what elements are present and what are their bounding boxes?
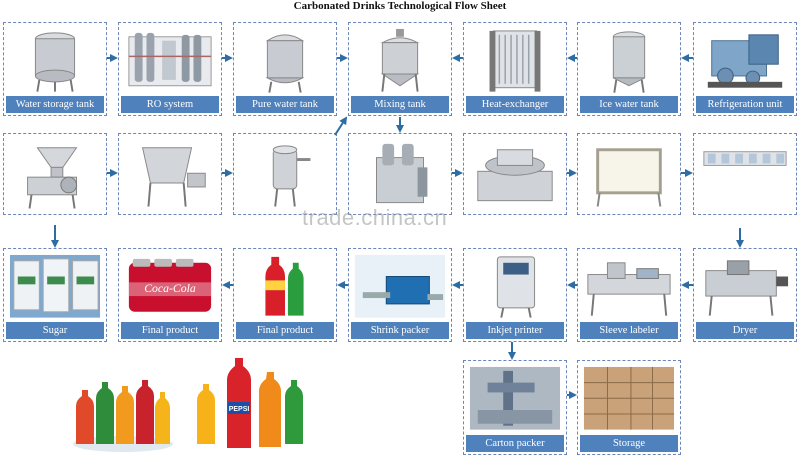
product-bottles-group-2: PEPSI <box>197 358 303 448</box>
heat-exchanger-image <box>489 30 541 92</box>
step-heat-exchanger: Heat-exchanger <box>463 22 567 116</box>
step-label: Mixing tank <box>351 96 449 113</box>
sugar-bags-image <box>9 254 101 318</box>
filling-machine-image <box>477 149 553 202</box>
bottles-image <box>265 256 304 316</box>
step-syrup-tank <box>118 133 222 215</box>
step-final-product-bottles: Final product <box>233 248 337 342</box>
step-label: Sugar <box>6 322 104 339</box>
step-label: RO system <box>121 96 219 113</box>
shrink-packer-image <box>354 254 446 318</box>
step-ice-water-tank: Ice water tank <box>577 22 681 116</box>
step-water-storage-tank: Water storage tank <box>3 22 107 116</box>
carton-packer-image <box>469 366 561 430</box>
step-label: Ice water tank <box>580 96 678 113</box>
product-bottles-group-1 <box>73 380 173 452</box>
watermark: trade.china.cn <box>302 205 448 230</box>
arrow <box>334 116 348 136</box>
step-spray-cooler <box>693 133 797 215</box>
can-brand-label: Coca-Cola <box>144 282 196 295</box>
step-refrigeration-unit: Refrigeration unit <box>693 22 797 116</box>
step-storage: Storage <box>577 360 681 455</box>
step-sleeve-labeler: Sleeve labeler <box>577 248 681 342</box>
sleeve-labeler-image <box>587 262 671 316</box>
step-mixing-tank: Mixing tank <box>348 22 452 116</box>
refrigeration-unit-image <box>707 34 783 88</box>
ro-system-image <box>128 32 212 87</box>
mixing-tank-image <box>380 28 420 92</box>
inkjet-printer-image <box>496 256 536 318</box>
diagram-title: Carbonated Drinks Technological Flow She… <box>293 0 507 12</box>
cans-pack-image: Coca-Cola <box>128 258 212 312</box>
step-final-product-cans: Coca-Cola Final product <box>118 248 222 342</box>
filter-image <box>272 145 311 207</box>
step-filter <box>233 133 337 215</box>
step-label: Refrigeration unit <box>696 96 794 113</box>
step-sugar: Sugar <box>3 248 107 342</box>
sugar-dissolver-image <box>27 147 78 209</box>
syrup-tank-image <box>141 147 206 207</box>
step-filling-machine <box>463 133 567 215</box>
ice-water-tank-image <box>612 31 646 93</box>
step-label: Carton packer <box>466 435 564 452</box>
step-ro-system: RO system <box>118 22 222 116</box>
step-carton-packer: Carton packer <box>463 360 567 455</box>
step-label: Pure water tank <box>236 96 334 113</box>
step-label: Storage <box>580 435 678 452</box>
step-carbonation-mixer <box>348 133 452 215</box>
step-inkjet-printer: Inkjet printer <box>463 248 567 342</box>
step-pure-water-tank: Pure water tank <box>233 22 337 116</box>
step-label: Final product <box>236 322 334 339</box>
bottle-brand-label: PEPSI <box>229 406 250 413</box>
storage-image <box>583 366 675 430</box>
pure-water-tank-image <box>265 34 305 93</box>
step-sugar-dissolver <box>3 133 107 215</box>
water-storage-tank-image <box>34 32 76 92</box>
step-label: Sleeve labeler <box>580 322 678 339</box>
step-label: Heat-exchanger <box>466 96 564 113</box>
bottle-inspector-image <box>596 148 662 207</box>
step-label: Dryer <box>696 322 794 339</box>
step-dryer: Dryer <box>693 248 797 342</box>
step-label: Final product <box>121 322 219 339</box>
step-label: Shrink packer <box>351 322 449 339</box>
step-label: Water storage tank <box>6 96 104 113</box>
step-bottle-inspector <box>577 133 681 215</box>
step-label: Inkjet printer <box>466 322 564 339</box>
step-shrink-packer: Shrink packer <box>348 248 452 342</box>
spray-cooler-image <box>703 151 787 166</box>
dryer-image <box>705 260 789 316</box>
carbonation-mixer-image <box>376 143 428 204</box>
